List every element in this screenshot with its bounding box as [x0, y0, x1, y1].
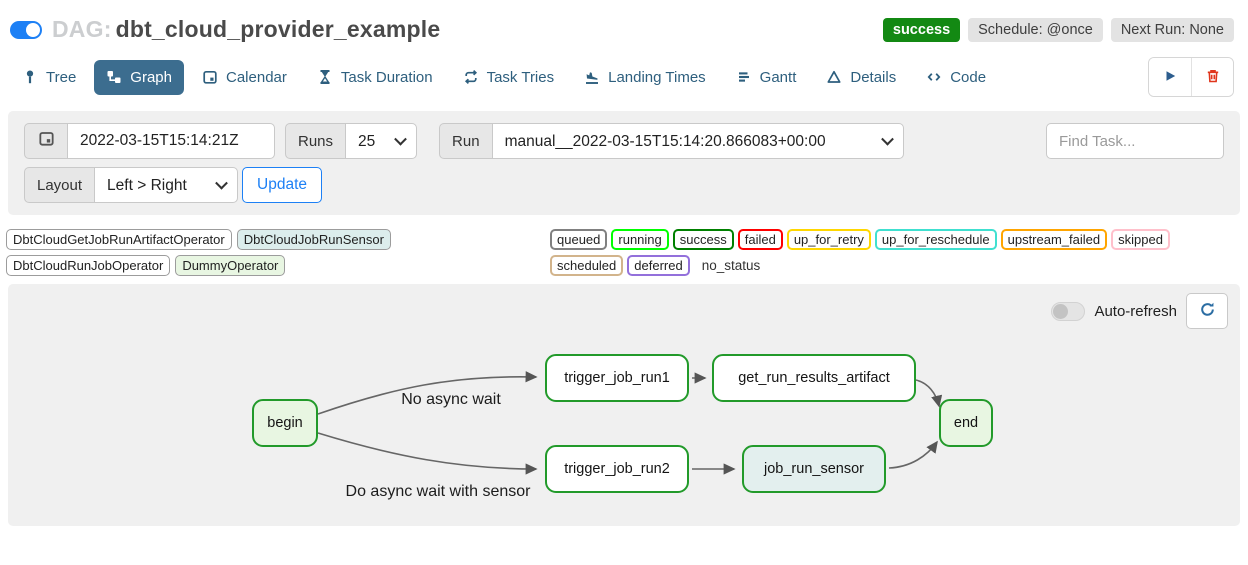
- refresh-button[interactable]: [1186, 293, 1228, 329]
- task-node-get-run-results-artifact[interactable]: get_run_results_artifact: [712, 354, 916, 402]
- edge-begin-to-run2: [317, 432, 538, 475]
- delete-dag-button[interactable]: [1191, 58, 1233, 96]
- graph-filter-panel: Runs 25 Run manual__2022-03-15T15:14:20.…: [8, 111, 1240, 215]
- dag-run-select[interactable]: manual__2022-03-15T15:14:20.866083+00:00: [492, 124, 903, 158]
- tree-icon: [22, 69, 38, 85]
- dag-action-buttons: [1148, 57, 1234, 97]
- graph-icon: [106, 69, 122, 85]
- status-badge-deferred: deferred: [627, 255, 690, 276]
- status-badge-failed: failed: [737, 229, 783, 250]
- find-task-input[interactable]: [1046, 123, 1224, 159]
- tab-landing-times[interactable]: Landing Times: [572, 60, 718, 95]
- edge-sensor-to-end: [888, 440, 938, 469]
- tab-label: Task Duration: [340, 68, 433, 86]
- tab-label: Code: [950, 68, 987, 86]
- dag-title-prefix: DAG:: [52, 16, 112, 42]
- calendar-icon: [202, 69, 218, 85]
- status-badge-upstream-failed: upstream_failed: [1000, 229, 1108, 250]
- operator-badge: DbtCloudJobRunSensor: [236, 229, 391, 250]
- view-tabbar: Tree Graph Calendar Task Duration Task T…: [0, 49, 1248, 105]
- task-node-end[interactable]: end: [939, 399, 993, 447]
- layout-label: Layout: [24, 167, 96, 203]
- num-runs-select[interactable]: 25: [346, 124, 417, 158]
- tab-label: Graph: [130, 68, 172, 86]
- operator-badge: DbtCloudGetJobRunArtifactOperator: [6, 229, 232, 250]
- plane-landing-icon: [584, 69, 600, 85]
- page-title: DAG:dbt_cloud_provider_example: [52, 16, 440, 43]
- status-badge-skipped: skipped: [1111, 229, 1170, 250]
- dag-edges: No async wait Do async wait with sensor: [317, 371, 943, 500]
- update-button[interactable]: Update: [242, 167, 323, 203]
- base-date-input[interactable]: [67, 123, 275, 159]
- tab-label: Gantt: [759, 68, 797, 86]
- operator-legend: DbtCloudGetJobRunArtifactOperator DbtClo…: [6, 229, 550, 276]
- hourglass-icon: [317, 69, 333, 85]
- tab-label: Calendar: [226, 68, 287, 86]
- task-node-trigger-job-run2[interactable]: trigger_job_run2: [545, 445, 689, 493]
- auto-refresh-toggle[interactable]: [1051, 301, 1086, 321]
- status-badge-up-for-retry: up_for_retry: [786, 229, 871, 250]
- status-label-no-status: no_status: [701, 258, 761, 273]
- tab-details[interactable]: Details: [814, 60, 908, 95]
- task-node-begin[interactable]: begin: [252, 399, 318, 447]
- dag-header: DAG:dbt_cloud_provider_example success S…: [0, 0, 1248, 49]
- tab-code[interactable]: Code: [914, 60, 998, 95]
- tab-graph[interactable]: Graph: [94, 59, 184, 95]
- dag-name: dbt_cloud_provider_example: [115, 16, 441, 42]
- edge-label-no-async-wait: No async wait: [401, 391, 501, 408]
- next-run-badge: Next Run: None: [1110, 17, 1234, 42]
- base-date-picker-button[interactable]: [24, 123, 68, 159]
- toggle-knob: [26, 22, 40, 37]
- triangle-icon: [826, 69, 842, 85]
- tab-label: Details: [850, 68, 897, 86]
- operator-badge: DbtCloudRunJobOperator: [6, 255, 171, 276]
- tab-task-duration[interactable]: Task Duration: [305, 60, 445, 95]
- status-badge-queued: queued: [550, 229, 608, 250]
- trash-icon: [1205, 68, 1221, 87]
- dag-status-badge: success: [882, 17, 961, 42]
- status-badge-up-for-reschedule: up_for_reschedule: [874, 229, 997, 250]
- runs-label: Runs: [285, 123, 347, 159]
- toggle-knob: [1053, 303, 1069, 319]
- gantt-icon: [736, 69, 752, 85]
- tab-tree[interactable]: Tree: [10, 60, 88, 95]
- status-badge-success: success: [672, 229, 734, 250]
- graph-legend: DbtCloudGetJobRunArtifactOperator DbtClo…: [0, 223, 1248, 282]
- operator-badge: DummyOperator: [175, 255, 286, 276]
- dag-graph-canvas: Auto-refresh No async wait Do async wait…: [8, 284, 1240, 526]
- status-badge-running: running: [611, 229, 669, 250]
- play-icon: [1162, 68, 1178, 87]
- tab-task-tries[interactable]: Task Tries: [451, 60, 567, 95]
- run-label: Run: [439, 123, 493, 159]
- run-select-wrap: manual__2022-03-15T15:14:20.866083+00:00: [491, 123, 904, 159]
- auto-refresh-label: Auto-refresh: [1094, 302, 1177, 320]
- tab-label: Tree: [46, 68, 77, 86]
- trigger-dag-button[interactable]: [1149, 58, 1191, 96]
- tab-label: Landing Times: [608, 68, 706, 86]
- edge-begin-to-run1: [317, 371, 538, 415]
- edge-label-do-async-wait: Do async wait with sensor: [346, 483, 532, 500]
- tab-label: Task Tries: [486, 68, 555, 86]
- repeat-icon: [463, 69, 479, 85]
- refresh-icon: [1199, 301, 1216, 321]
- code-icon: [926, 69, 942, 85]
- status-badge-scheduled: scheduled: [550, 255, 624, 276]
- edge-artifact-to-end: [915, 379, 943, 408]
- task-node-job-run-sensor[interactable]: job_run_sensor: [742, 445, 886, 493]
- layout-select[interactable]: Left > Right: [95, 168, 238, 202]
- task-node-trigger-job-run1[interactable]: trigger_job_run1: [545, 354, 689, 402]
- tab-calendar[interactable]: Calendar: [190, 60, 299, 95]
- runs-select-wrap: 25: [345, 123, 418, 159]
- tab-gantt[interactable]: Gantt: [724, 60, 809, 95]
- schedule-badge: Schedule: @once: [968, 17, 1103, 42]
- calendar-picker-icon: [38, 130, 55, 152]
- layout-select-wrap: Left > Right: [94, 167, 239, 203]
- dag-pause-toggle[interactable]: [10, 20, 42, 39]
- status-legend: queued running success failed up_for_ret…: [550, 229, 1240, 276]
